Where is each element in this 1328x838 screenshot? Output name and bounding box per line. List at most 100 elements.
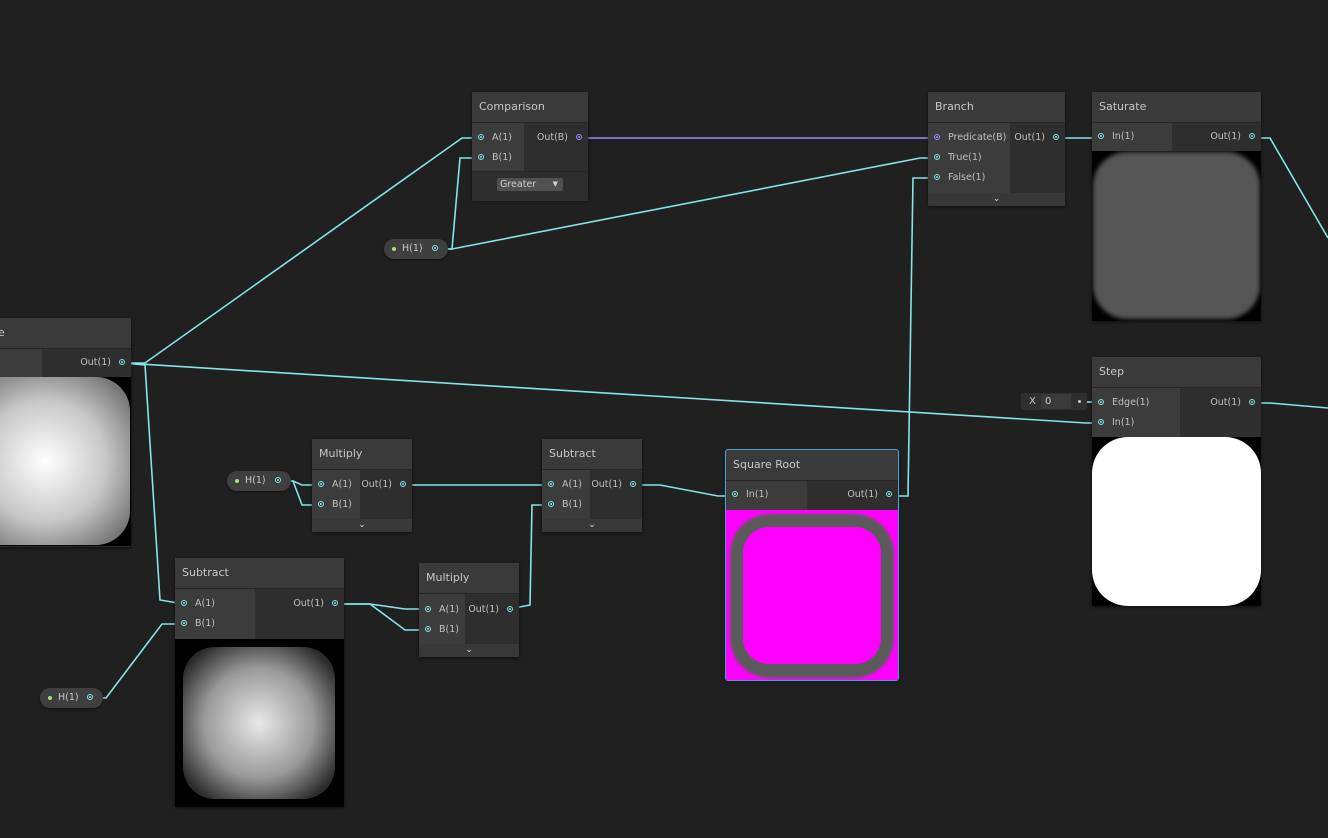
input-port-predicate[interactable]: Predicate(B) [928, 128, 1010, 148]
port-dot-icon [1249, 133, 1255, 139]
output-port[interactable]: Out(1) [255, 594, 344, 614]
input-port-false[interactable]: False(1) [928, 168, 1010, 188]
partial-node[interactable]: e Out(1) [0, 318, 131, 547]
input-port-true[interactable]: True(1) [928, 148, 1010, 168]
field-axis-label: X [1029, 396, 1036, 407]
node-title: Branch [928, 92, 1065, 123]
port-dot-icon [425, 606, 431, 612]
port-dot-icon [425, 626, 431, 632]
input-port-b[interactable]: B(1) [312, 495, 360, 515]
output-port[interactable]: Out(1) [590, 475, 642, 495]
property-indicator-icon [392, 247, 396, 251]
port-dot-icon[interactable] [87, 694, 93, 700]
port-dot-icon [318, 501, 324, 507]
step-node[interactable]: Step Edge(1) In(1) Out(1) [1092, 357, 1261, 606]
output-port[interactable]: Out(1) [360, 475, 412, 495]
port-dot-icon [732, 491, 738, 497]
wire [632, 484, 737, 497]
output-port[interactable]: Out(1) [1010, 128, 1065, 148]
input-port-in[interactable]: In(1) [1092, 127, 1172, 147]
node-preview [0, 377, 131, 546]
port-dot-icon [1098, 133, 1104, 139]
input-port-in[interactable]: In(1) [1092, 413, 1180, 433]
input-port-a[interactable]: A(1) [175, 594, 255, 614]
port-label: B(1) [332, 499, 352, 510]
input-port-b[interactable]: B(1) [419, 620, 465, 640]
input-port-b[interactable]: B(1) [175, 614, 255, 634]
port-label: A(1) [562, 479, 582, 490]
input-port-a[interactable]: A(1) [542, 475, 590, 495]
property-indicator-icon [235, 479, 239, 483]
output-port[interactable]: Out(1) [42, 353, 131, 373]
port-label: Out(1) [1014, 132, 1045, 143]
output-port[interactable]: Out(1) [465, 600, 519, 620]
port-label: In(1) [1112, 417, 1135, 428]
property-label: H(1) [245, 475, 266, 486]
subtract-node-bottom[interactable]: Subtract A(1) B(1) Out(1) [175, 558, 344, 807]
port-label: B(1) [439, 624, 459, 635]
port-dot-icon [934, 154, 940, 160]
port-label: In(1) [746, 489, 769, 500]
property-node[interactable]: H(1) [227, 471, 291, 491]
port-dot-icon [548, 501, 554, 507]
input-port-b[interactable]: B(1) [542, 495, 590, 515]
port-dot-icon [934, 134, 940, 140]
multiply-node-bottom[interactable]: Multiply A(1) B(1) Out(1) ⌄ [419, 563, 519, 657]
comparison-type-dropdown[interactable]: Greater▼ [497, 178, 563, 191]
port-label: A(1) [332, 479, 352, 490]
port-label: A(1) [195, 598, 215, 609]
port-label: B(1) [195, 618, 215, 629]
port-label: Out(B) [536, 132, 568, 143]
port-label: Out(1) [1210, 397, 1241, 408]
port-dot-icon [318, 481, 324, 487]
comparison-node[interactable]: Comparison A(1) B(1) Out(B) Greater▼ [472, 92, 588, 201]
input-port-b[interactable]: B(1) [472, 148, 524, 168]
square-root-node[interactable]: Square Root In(1) Out(1) [725, 449, 899, 681]
port-dot-icon [1249, 399, 1255, 405]
expand-toggle[interactable]: ⌄ [928, 193, 1065, 206]
branch-node[interactable]: Branch Predicate(B) True(1) False(1) Out… [928, 92, 1065, 206]
node-preview [726, 510, 898, 680]
port-label: True(1) [948, 152, 982, 163]
port-label: In(1) [1112, 131, 1135, 142]
port-dot-icon [1053, 134, 1059, 140]
input-port-a[interactable]: A(1) [419, 600, 465, 620]
wire [123, 362, 1101, 424]
subtract-node-top[interactable]: Subtract A(1) B(1) Out(1) ⌄ [542, 439, 642, 532]
wire [1251, 137, 1328, 239]
port-label: Out(1) [591, 479, 622, 490]
edge-value-field[interactable]: X 0 [1021, 393, 1087, 410]
node-title: e [0, 318, 131, 349]
port-label: Out(1) [1210, 131, 1241, 142]
expand-toggle[interactable]: ⌄ [312, 519, 412, 532]
output-port[interactable]: Out(1) [1180, 393, 1261, 413]
multiply-node-top[interactable]: Multiply A(1) B(1) Out(1) ⌄ [312, 439, 412, 532]
saturate-node[interactable]: Saturate In(1) Out(1) [1092, 92, 1261, 321]
port-label: Edge(1) [1112, 397, 1150, 408]
port-dot-icon[interactable] [275, 477, 281, 483]
input-port-edge[interactable]: Edge(1) [1092, 393, 1180, 413]
port-label: A(1) [439, 604, 459, 615]
port-dot-icon[interactable] [432, 245, 438, 251]
output-port[interactable]: Out(1) [1172, 127, 1261, 147]
expand-toggle[interactable]: ⌄ [419, 644, 519, 657]
node-title: Saturate [1092, 92, 1261, 123]
output-port[interactable]: Out(B) [524, 128, 588, 148]
output-port[interactable]: Out(1) [807, 485, 898, 505]
connector-dot-icon [1078, 400, 1081, 403]
dropdown-value: Greater [500, 179, 537, 190]
expand-toggle[interactable]: ⌄ [542, 519, 642, 532]
port-dot-icon [1098, 399, 1104, 405]
port-label: Out(1) [468, 604, 499, 615]
port-dot-icon [400, 481, 406, 487]
property-node[interactable]: H(1) [40, 688, 103, 708]
port-dot-icon [507, 606, 513, 612]
input-port-in[interactable]: In(1) [726, 485, 807, 505]
input-port-a[interactable]: A(1) [312, 475, 360, 495]
input-port-a[interactable]: A(1) [472, 128, 524, 148]
edge-value-input[interactable]: 0 [1041, 394, 1071, 409]
property-indicator-icon [48, 696, 52, 700]
property-node[interactable]: H(1) [384, 239, 448, 259]
node-title: Square Root [726, 450, 898, 481]
node-title: Subtract [542, 439, 642, 470]
